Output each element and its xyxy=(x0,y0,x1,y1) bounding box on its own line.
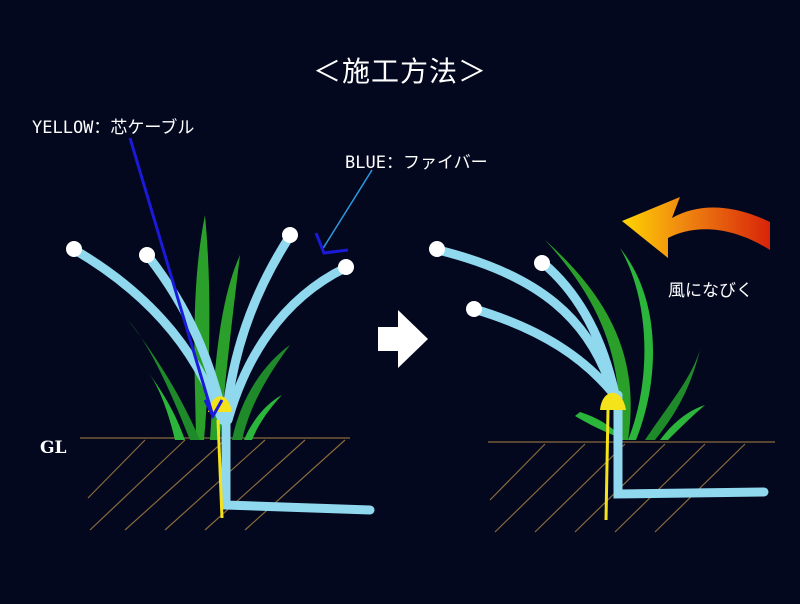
blue-leader-line xyxy=(321,169,373,251)
wind-arrow-icon xyxy=(622,197,770,258)
yellow-leader-line xyxy=(128,137,214,414)
blue-fiber-label: BLUE：ファイバー xyxy=(345,153,488,173)
yellow-leader-arrowhead xyxy=(203,399,224,420)
ground-hatch-right xyxy=(488,441,775,533)
right-scene-windblown xyxy=(429,197,775,533)
blue-leader-arrowhead xyxy=(314,232,349,255)
fiber-tips-left xyxy=(66,227,354,275)
diagram-title: ＜施工方法＞ xyxy=(312,55,487,88)
fiber-tips-right xyxy=(429,241,550,317)
ground-hatch-left xyxy=(80,437,350,531)
transition-arrow xyxy=(378,310,428,368)
left-scene-still xyxy=(66,137,375,531)
ground-level-label: GL xyxy=(40,438,67,458)
wind-label: 風になびく xyxy=(668,281,753,301)
yellow-core-cable-label: YELLOW：芯ケーブル xyxy=(32,118,195,138)
core-cable-right xyxy=(600,392,626,521)
fiber-bundle-right xyxy=(433,245,769,499)
